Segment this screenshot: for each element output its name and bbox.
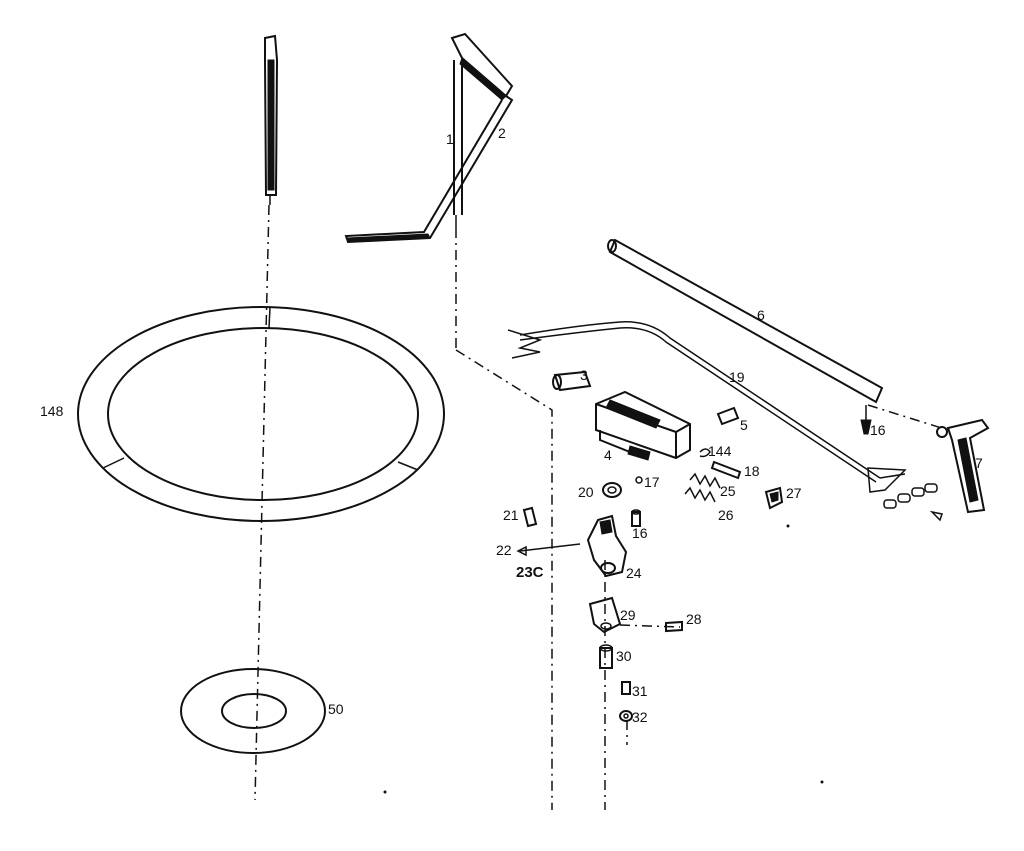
scan-specks <box>383 524 824 794</box>
label-18: 18 <box>744 463 760 479</box>
part-hardware-cluster <box>883 483 943 522</box>
label-23c: 23C <box>516 564 544 581</box>
part-handle-frame <box>344 32 514 244</box>
part-148-ring <box>77 306 445 522</box>
part-20-nut <box>602 482 622 498</box>
label-144: 144 <box>708 443 732 459</box>
part-6-rod <box>607 238 884 404</box>
label-3: 3 <box>580 367 588 383</box>
label-20: 20 <box>578 484 594 500</box>
part-blade-vertical <box>264 34 279 205</box>
part-3-pin <box>552 370 592 392</box>
part-25-spring <box>689 472 721 489</box>
part-16-screw-b <box>631 509 641 527</box>
label-22: 22 <box>496 542 512 558</box>
part-32-nut <box>619 710 633 722</box>
part-30-sleeve <box>599 644 613 669</box>
label-50: 50 <box>328 701 344 717</box>
part-7-lever <box>936 418 990 514</box>
label-7: 7 <box>975 455 983 471</box>
label-16-lower: 16 <box>632 525 648 541</box>
label-27: 27 <box>786 485 802 501</box>
part-19-cable <box>507 321 907 493</box>
center-lines <box>254 204 949 810</box>
label-25: 25 <box>720 483 736 499</box>
label-26: 26 <box>718 507 734 523</box>
part-21-screw <box>522 506 538 528</box>
label-4: 4 <box>604 447 612 463</box>
label-16-upper: 16 <box>870 422 886 438</box>
label-17: 17 <box>644 474 660 490</box>
part-29-crank <box>588 596 622 634</box>
part-5-plug <box>716 406 740 426</box>
label-21: 21 <box>503 507 519 523</box>
label-28: 28 <box>686 611 702 627</box>
label-31: 31 <box>632 683 648 699</box>
part-24-bracket <box>586 514 628 578</box>
label-148: 148 <box>40 403 64 419</box>
part-4-housing <box>595 390 691 461</box>
part-16-screw-a <box>860 405 872 435</box>
label-24: 24 <box>626 565 642 581</box>
part-18-pin <box>710 460 742 480</box>
label-1: 1 <box>446 131 454 147</box>
part-50-washer <box>180 668 326 754</box>
label-2: 2 <box>498 125 506 141</box>
part-31-pin <box>621 681 631 695</box>
label-6: 6 <box>757 307 765 323</box>
label-19: 19 <box>729 369 745 385</box>
label-32: 32 <box>632 709 648 725</box>
part-labels: 1 2 3 4 5 6 7 16 16 17 18 19 20 21 22 23… <box>40 125 983 725</box>
part-27-clip <box>764 486 784 510</box>
part-144-clip <box>699 448 711 458</box>
label-5: 5 <box>740 417 748 433</box>
label-30: 30 <box>616 648 632 664</box>
part-17-ball <box>635 476 643 484</box>
part-22-pin <box>516 543 581 557</box>
label-29: 29 <box>620 607 636 623</box>
part-28-bolt <box>665 620 683 633</box>
part-26-spring <box>684 486 716 503</box>
